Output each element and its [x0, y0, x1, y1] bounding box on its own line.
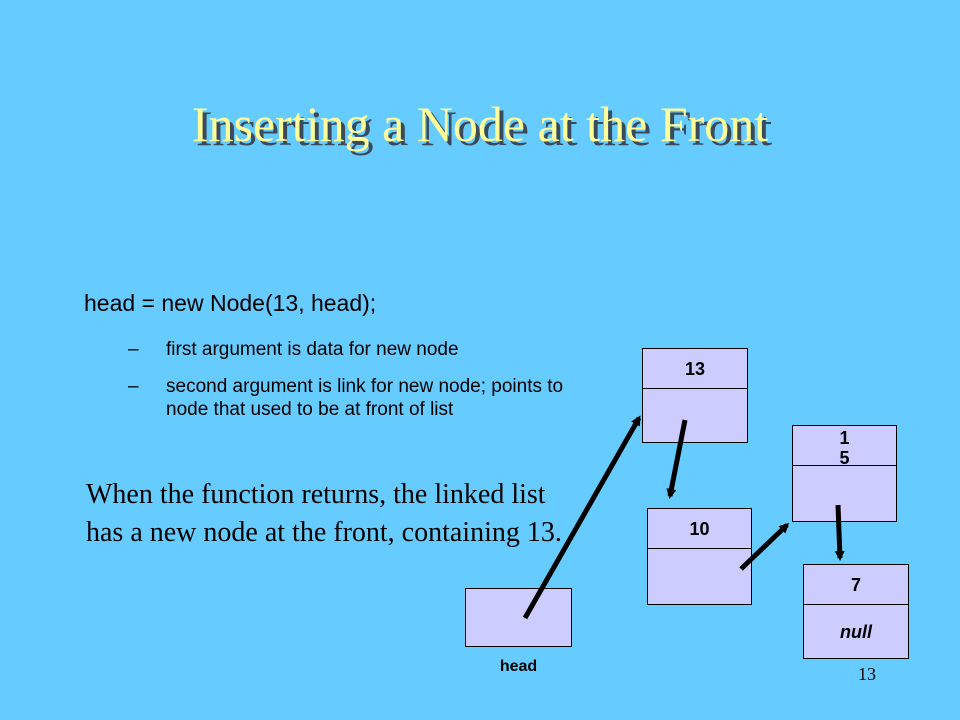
arrow-head-to-13 [522, 415, 642, 620]
bullet-text: second argument is link for new node; po… [166, 376, 564, 420]
page-number: 13 [858, 664, 876, 684]
node-data: 1 5 [793, 426, 896, 468]
code-line: head = new Node(13, head); [84, 290, 377, 316]
slide-title: Inserting a Node at the Front [191, 96, 769, 152]
arrow-10-to-15 [739, 522, 790, 571]
node-link: null [840, 622, 872, 642]
node-data: 13 [643, 349, 747, 389]
node-10: 10 [647, 508, 752, 605]
node-15: 1 5 [792, 425, 897, 522]
node-data: 7 [804, 565, 908, 605]
arrow-13-to-10 [666, 419, 688, 499]
arrow-15-to-7 [834, 504, 845, 561]
head-pointer-box [465, 588, 572, 647]
bullet-dash: – [128, 339, 139, 360]
head-label: head [499, 658, 538, 675]
bullet-dash: – [128, 376, 139, 397]
bullet-text: first argument is data for new node [166, 339, 459, 360]
node-data: 10 [648, 509, 751, 549]
summary-text: When the function returns, the linked li… [86, 479, 562, 548]
node-13: 13 [642, 348, 748, 443]
node-7: 7 null [803, 564, 909, 659]
